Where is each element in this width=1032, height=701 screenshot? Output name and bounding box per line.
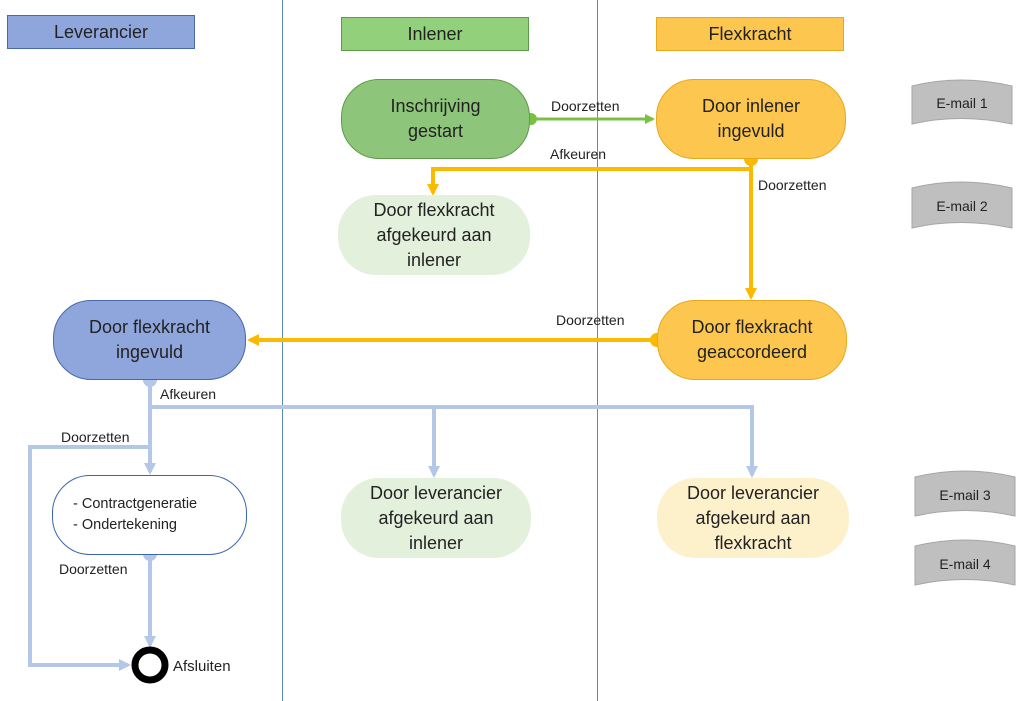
connector-afkeuren-orange <box>427 159 753 196</box>
email-label-4: E-mail 4 <box>939 556 991 572</box>
email-banner-4 <box>914 539 1016 586</box>
label-doorzetten-4: Doorzetten <box>61 429 130 445</box>
email-banner-1 <box>911 79 1013 125</box>
lane-divider-1 <box>282 0 283 701</box>
node-flexkracht-geaccordeerd[interactable]: Door flexkracht geaccordeerd <box>657 300 847 380</box>
node-contract-steps[interactable]: - Contractgeneratie - Ondertekening <box>52 475 247 555</box>
label-afkeuren-2: Afkeuren <box>160 386 217 402</box>
lane-header-inlener: Inlener <box>341 17 529 51</box>
email-banner-3 <box>914 470 1016 517</box>
connector-afkeuren-blue <box>148 380 758 478</box>
connector-doorzetten-blue-loop <box>28 445 150 671</box>
node-door-inlener-ingevuld[interactable]: Door inlener ingevuld <box>656 79 846 159</box>
email-label-3: E-mail 3 <box>939 487 991 503</box>
node-leverancier-afgekeurd-aan-inlener[interactable]: Door leverancier afgekeurd aan inlener <box>341 478 531 558</box>
node-leverancier-afgekeurd-aan-flexkracht[interactable]: Door leverancier afgekeurd aan flexkrach… <box>657 478 849 558</box>
email-label-1: E-mail 1 <box>936 95 988 111</box>
label-doorzetten-5: Doorzetten <box>59 561 128 577</box>
lane-header-flexkracht: Flexkracht <box>656 17 844 51</box>
label-afkeuren-1: Afkeuren <box>550 146 607 162</box>
node-flexkracht-afgekeurd-aan-inlener[interactable]: Door flexkracht afgekeurd aan inlener <box>338 195 530 275</box>
node-inschrijving-gestart[interactable]: Inschrijving gestart <box>341 79 530 159</box>
node-flexkracht-ingevuld[interactable]: Door flexkracht ingevuld <box>53 300 246 380</box>
email-label-2: E-mail 2 <box>936 198 988 214</box>
label-doorzetten-1: Doorzetten <box>551 98 620 114</box>
lane-header-leverancier: Leverancier <box>7 15 195 49</box>
label-doorzetten-3: Doorzetten <box>556 312 625 328</box>
email-banner-2 <box>911 181 1013 229</box>
end-node-icon <box>131 646 169 684</box>
lane-divider-2 <box>597 0 598 701</box>
label-doorzetten-2: Doorzetten <box>758 177 827 193</box>
label-afsluiten: Afsluiten <box>173 658 231 675</box>
